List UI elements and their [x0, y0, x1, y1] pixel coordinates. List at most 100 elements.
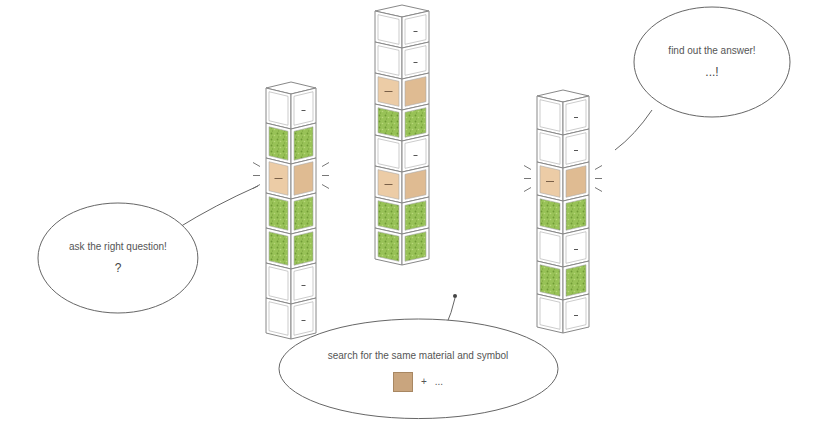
- bubble-content: ask the right question!?: [37, 202, 199, 314]
- bubble-text: +: [421, 375, 427, 389]
- bubble-tail: [615, 110, 652, 150]
- cube-panel: [405, 201, 426, 231]
- speech-bubble: ask the right question!?: [37, 202, 199, 314]
- cube-symbol: [275, 178, 283, 179]
- cube-panel: [540, 298, 560, 330]
- cube-face: [563, 96, 589, 135]
- cube-face: [563, 162, 589, 201]
- bubble-tails: [178, 110, 652, 328]
- cube-face: [266, 193, 291, 234]
- cube-panel: [566, 166, 586, 198]
- cube-face: [563, 195, 589, 234]
- bubble-text: ...!: [705, 64, 718, 80]
- cube-face: [291, 158, 316, 199]
- bubble-ellipse: [634, 7, 790, 117]
- cube-panel: [540, 232, 560, 264]
- spark-line: [524, 178, 531, 179]
- pointer-dot: [453, 294, 457, 298]
- cube-panel: [294, 127, 313, 161]
- cube-symbol: [302, 285, 306, 286]
- cube-face: [537, 162, 563, 201]
- cube-face: [375, 228, 402, 265]
- bubble-outline: [37, 202, 199, 314]
- cube-face: [537, 96, 563, 135]
- cube-face: [266, 228, 291, 269]
- cube-face: [291, 298, 316, 339]
- bubble-content: find out the answer!...!: [633, 6, 791, 118]
- cube-face: [266, 123, 291, 164]
- cube-panel: [540, 166, 560, 198]
- cube-panel: [405, 46, 426, 76]
- cube-panel: [566, 265, 586, 297]
- cube-panel: [269, 197, 288, 231]
- cube-face: [563, 129, 589, 168]
- cube-panel: [405, 170, 426, 200]
- cube-towers: [253, 5, 602, 339]
- spark-line: [253, 175, 260, 176]
- cube-panel: [294, 92, 313, 126]
- cube-face: [563, 294, 589, 333]
- cube-panel: [294, 267, 313, 301]
- cube-panel: [378, 201, 399, 231]
- cube-panel: [405, 15, 426, 45]
- cube-symbol: [302, 110, 306, 111]
- spark-line: [524, 188, 531, 192]
- bubble-ellipse: [279, 319, 558, 419]
- cube-face: [266, 298, 291, 339]
- cube-panel: [405, 232, 426, 262]
- cube-symbol: [385, 184, 393, 185]
- cube-panel: [269, 92, 288, 126]
- bubble-text: ?: [115, 260, 122, 276]
- cube-panel: [405, 108, 426, 138]
- cube-panel: [405, 77, 426, 107]
- cube-face: [266, 158, 291, 199]
- cube-face: [291, 228, 316, 269]
- cube-face: [537, 195, 563, 234]
- speech-bubble: search for the same material and symbol +…: [278, 318, 559, 420]
- cube-panel: [269, 127, 288, 161]
- cube-face: [537, 129, 563, 168]
- cube-tower: [253, 82, 329, 339]
- cube-symbol: [546, 181, 554, 182]
- bubble-text: search for the same material and symbol: [328, 349, 509, 363]
- bubble-ellipse: [38, 203, 198, 313]
- cube-panel: [378, 139, 399, 169]
- cube-panel: [269, 232, 288, 266]
- bubble-content: search for the same material and symbol +…: [278, 318, 559, 420]
- cube-panel: [269, 267, 288, 301]
- cube-symbol: [574, 315, 578, 316]
- spark-line: [595, 166, 602, 170]
- cube-face: [266, 88, 291, 129]
- cube-symbol: [414, 155, 418, 156]
- cube-face: [563, 228, 589, 267]
- cube-face: [537, 261, 563, 300]
- cube-face: [537, 294, 563, 333]
- cube-symbol: [574, 249, 578, 250]
- cube-symbol: [574, 117, 578, 118]
- cube-panel: [294, 197, 313, 231]
- cube-panel: [540, 265, 560, 297]
- spark-line: [595, 178, 602, 179]
- cube-symbol: [414, 31, 418, 32]
- cube-face: [266, 263, 291, 304]
- cube-face: [291, 193, 316, 234]
- spark-line: [595, 188, 602, 192]
- cube-panel: [540, 100, 560, 132]
- bubble-outline: [278, 318, 559, 420]
- material-swatch: [393, 372, 413, 392]
- cube-face: [291, 88, 316, 129]
- cube-face: [291, 263, 316, 304]
- cube-panel: [378, 46, 399, 76]
- cube-panel: [540, 133, 560, 165]
- bubble-text: ...: [435, 375, 443, 389]
- bubble-text: find out the answer!: [668, 44, 755, 58]
- cube-panel: [378, 232, 399, 262]
- cube-face: [537, 228, 563, 267]
- speech-bubble: find out the answer!...!: [633, 6, 791, 118]
- cube-panel: [269, 162, 288, 196]
- cube-symbol: [302, 320, 306, 321]
- cube-panel: [566, 199, 586, 231]
- cube-panel: [566, 133, 586, 165]
- cube-panel: [378, 77, 399, 107]
- spark-line: [253, 163, 260, 167]
